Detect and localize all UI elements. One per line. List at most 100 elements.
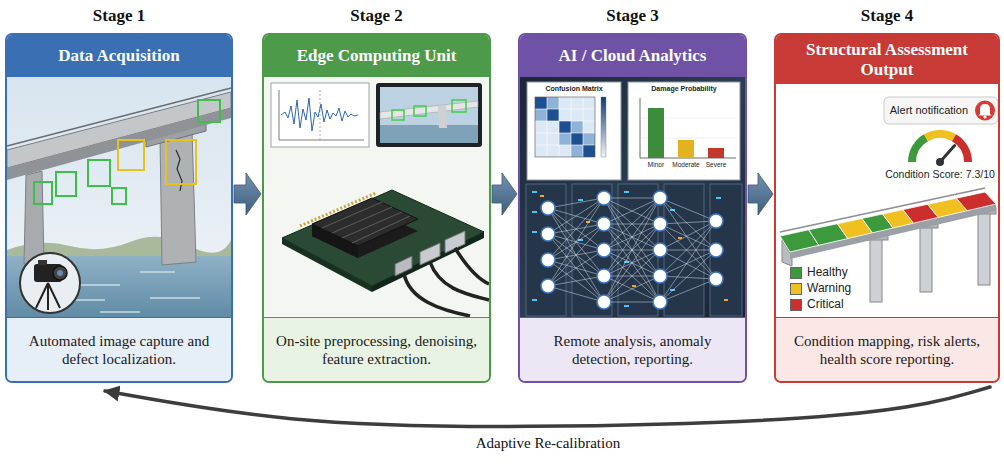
deck-segments xyxy=(780,192,996,252)
stage-panel: Stage 4Structural Assessment OutputCondi… xyxy=(774,33,1000,383)
matrix-diagonal xyxy=(535,97,595,157)
condition-map xyxy=(776,75,998,319)
edge-label-holder: Adaptive Re-calibration xyxy=(472,434,625,452)
legend-row: Critical xyxy=(790,298,844,312)
bridge-pier xyxy=(160,130,196,265)
chart-axes xyxy=(640,98,736,158)
circuit-board xyxy=(282,190,484,286)
stage-panel: Stage 2Edge Computing UnitOn-site prepro… xyxy=(262,33,491,383)
gauge-critical xyxy=(954,138,968,162)
legend-swatch xyxy=(790,283,802,295)
legend-text: Healthy xyxy=(807,266,848,280)
label-holder: Confusion Matrix xyxy=(545,85,602,93)
stage-caption: On-site preprocessing, denoising, featur… xyxy=(264,317,489,381)
signal-inset xyxy=(271,83,369,147)
camera-lens xyxy=(53,266,67,280)
heatsink-side xyxy=(312,224,358,258)
panel-ground xyxy=(776,75,998,319)
camera-inset xyxy=(376,83,482,147)
score-text: Condition Score: 7.3/10 xyxy=(885,168,995,180)
server-racks xyxy=(526,184,742,316)
stage-heading: Stage 4 xyxy=(776,6,998,26)
legend-swatch xyxy=(790,267,802,279)
gauge-hub xyxy=(936,158,944,166)
heatsink-fins xyxy=(322,202,410,243)
stage-caption: Automated image capture and defect local… xyxy=(7,317,231,381)
label-holder: Minor xyxy=(648,161,664,168)
panel-ground xyxy=(264,75,490,319)
server-lights xyxy=(532,192,721,306)
color-bar xyxy=(601,97,606,157)
detection-box-warning xyxy=(118,140,196,184)
legend-text: Critical xyxy=(807,298,844,312)
inset-bridge xyxy=(380,101,478,119)
legend-swatch xyxy=(790,299,802,311)
signal-axes xyxy=(279,90,364,140)
ethernet-port xyxy=(395,256,412,276)
matrix-cells xyxy=(535,97,595,157)
stage-title: Edge Computing Unit xyxy=(264,35,489,77)
label-holder: Damage Probability xyxy=(651,85,716,93)
network-neurons xyxy=(541,191,723,309)
legend-text: Warning xyxy=(807,282,851,296)
chart-title: Damage Probability xyxy=(651,85,716,93)
label-holder: Moderate xyxy=(672,161,699,168)
stage-heading-holder: Stage 4 xyxy=(776,6,998,26)
stage-heading-holder: Stage 3 xyxy=(520,6,745,26)
deck-side xyxy=(790,204,996,259)
inset-water xyxy=(380,125,478,143)
stage-heading: Stage 3 xyxy=(520,6,745,26)
network-links xyxy=(548,198,716,302)
stage-title: AI / Cloud Analytics xyxy=(520,35,745,77)
label-holder: Condition Score: 7.3/10 xyxy=(885,168,995,180)
stage-caption: Remote analysis, anomaly detection, repo… xyxy=(520,317,745,381)
alert-box xyxy=(884,97,998,124)
axis-category: Severe xyxy=(706,161,727,168)
label-holder: Alert notification xyxy=(890,104,968,117)
stage-title: Data Acquisition xyxy=(7,35,231,77)
lens-glass xyxy=(57,270,63,276)
vibration-signal xyxy=(281,98,358,131)
stage-heading-holder: Stage 2 xyxy=(264,6,489,26)
stage-heading-holder: Stage 1 xyxy=(7,6,231,26)
alert-bell xyxy=(975,101,995,121)
bell-icon xyxy=(979,104,992,116)
bridge-railing xyxy=(7,88,231,146)
bridge-photo xyxy=(7,75,231,319)
cloud-analytics xyxy=(520,75,746,319)
flow-arrow xyxy=(492,173,517,215)
matrix-frame xyxy=(535,97,595,157)
usb-port xyxy=(420,243,440,265)
gauge-warning xyxy=(926,134,954,138)
chart-title: Confusion Matrix xyxy=(545,85,602,93)
bar xyxy=(678,140,694,158)
camera-inset xyxy=(20,253,80,313)
probability-inset xyxy=(628,82,740,180)
alert-text: Alert notification xyxy=(890,104,968,117)
stage-caption: Condition mapping, risk alerts, health s… xyxy=(776,317,998,381)
bar xyxy=(708,148,724,158)
axis-category: Moderate xyxy=(672,161,699,168)
stage-heading: Stage 2 xyxy=(264,6,489,26)
flow-arrow xyxy=(748,173,773,215)
edge-label: Adaptive Re-calibration xyxy=(472,434,625,452)
bell-clapper xyxy=(983,115,986,118)
legend-row: Healthy xyxy=(790,266,848,280)
label-holder: Severe xyxy=(706,161,727,168)
matrix-grid xyxy=(535,97,595,157)
signal-marker xyxy=(320,90,321,140)
inset-pier xyxy=(438,105,447,128)
edge-computer xyxy=(264,75,490,319)
cables xyxy=(404,248,489,316)
stage-panel: Stage 1Data AcquisitionAutomated image c… xyxy=(5,33,233,383)
bridge-railing xyxy=(780,188,985,232)
inset-detection-box xyxy=(392,100,466,120)
inset-sky xyxy=(380,87,478,143)
stage-panel: Stage 3AI / Cloud AnalyticsRemote analys… xyxy=(518,33,747,383)
flow-arrow xyxy=(234,173,261,215)
bar xyxy=(648,108,664,158)
detection-box-healthy xyxy=(34,100,220,204)
